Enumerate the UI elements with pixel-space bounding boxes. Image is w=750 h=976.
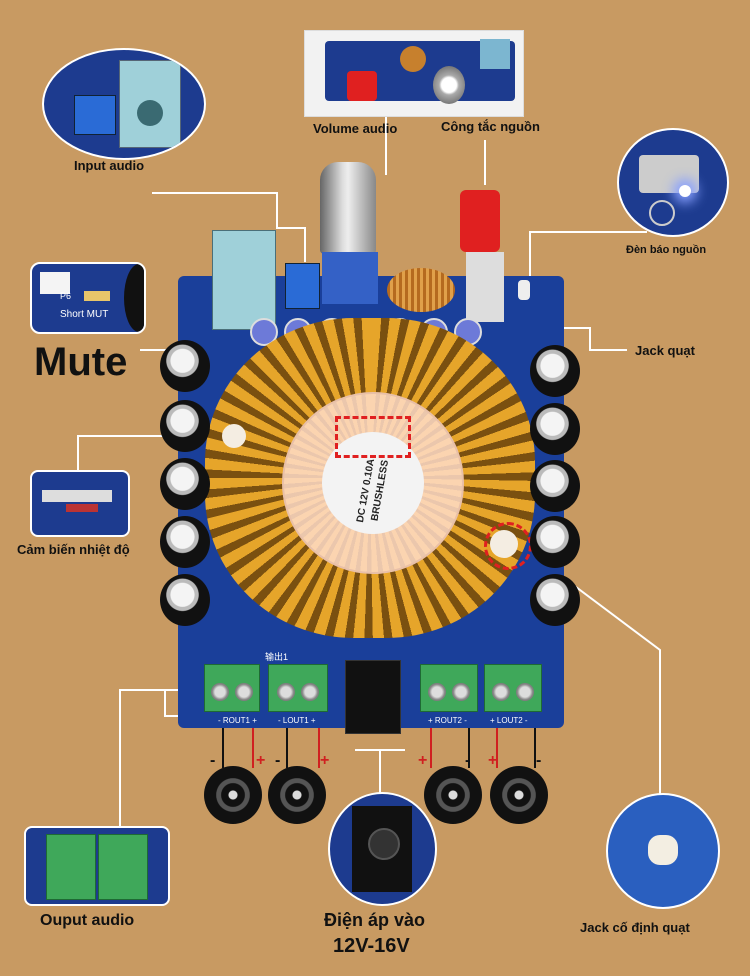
capacitor xyxy=(530,345,580,397)
terminal-rout2 xyxy=(420,664,478,712)
fan-mount-peg xyxy=(490,530,518,558)
lout1-label: - LOUT1 + xyxy=(278,716,316,725)
polarity-mark: - xyxy=(275,752,281,769)
dc-jack xyxy=(345,660,401,734)
wire xyxy=(222,728,224,768)
power-switch-button xyxy=(460,190,500,252)
capacitor xyxy=(160,458,210,510)
power-switch-label: Công tắc nguồn xyxy=(441,119,540,134)
volume-audio-label: Volume audio xyxy=(313,121,398,136)
output-audio-photo xyxy=(24,826,170,906)
power-switch-body xyxy=(466,252,504,322)
capacitor xyxy=(530,516,580,568)
temp-sensor-peg xyxy=(222,424,246,448)
rout2-label: + ROUT2 - xyxy=(428,716,467,725)
voltage-in-label-2: 12V-16V xyxy=(333,935,410,957)
temp-sensor-photo xyxy=(30,470,130,537)
capacitor xyxy=(160,574,210,626)
short-mut-text: Short MUT xyxy=(60,309,109,320)
lout2-label: + LOUT2 - xyxy=(490,716,528,725)
fan-jack-label: Jack quạt xyxy=(635,343,695,358)
output-audio-label: Ouput audio xyxy=(40,912,135,929)
polarity-mark: + xyxy=(320,752,330,769)
input-audio-label: Input audio xyxy=(74,158,145,173)
temp-sensor-label: Cảm biến nhiệt độ xyxy=(17,542,130,557)
terminal-rout1 xyxy=(204,664,260,712)
speaker-icon xyxy=(268,766,326,824)
fan-mount-label: Jack cố định quạt xyxy=(580,920,690,935)
fan-mount-photo xyxy=(606,793,720,909)
speaker-icon xyxy=(424,766,482,824)
polarity-mark: + xyxy=(256,752,266,769)
wire xyxy=(496,728,498,768)
voltage-in-label-1: Điện áp vào xyxy=(324,910,426,930)
capacitor xyxy=(530,574,580,626)
capacitor xyxy=(160,516,210,568)
wire xyxy=(534,728,536,768)
capacitor xyxy=(160,340,210,392)
polarity-mark: - xyxy=(210,752,216,769)
capacitor xyxy=(530,460,580,512)
short-mute-photo: P6 Short MUT xyxy=(30,262,146,334)
mute-label: Mute xyxy=(34,340,128,384)
polarity-mark: - xyxy=(465,752,471,769)
polarity-mark: - xyxy=(536,752,542,769)
speaker-icon xyxy=(204,766,262,824)
terminal-lout2 xyxy=(484,664,542,712)
power-led-photo xyxy=(617,128,729,237)
wire xyxy=(286,728,288,768)
inductor xyxy=(387,268,455,312)
wire xyxy=(252,728,254,768)
input-audio-photo xyxy=(42,48,206,160)
volume-knob xyxy=(320,162,376,254)
wire xyxy=(430,728,432,768)
input-header xyxy=(285,263,320,309)
cooling-fan: DC 12V 0.10A BRUSHLESS xyxy=(282,392,464,574)
input-jack xyxy=(212,230,276,330)
capacitor xyxy=(530,403,580,455)
capacitor xyxy=(160,400,210,452)
wire xyxy=(318,728,320,768)
polarity-mark: + xyxy=(418,752,428,769)
power-led xyxy=(518,280,530,300)
power-led-label: Đèn báo nguồn xyxy=(626,244,707,256)
terminal-lout1 xyxy=(268,664,328,712)
out-label: 输出1 xyxy=(265,652,289,662)
polarity-mark: + xyxy=(488,752,498,769)
volume-pot-base xyxy=(322,252,378,304)
dc-jack-photo xyxy=(328,792,437,906)
speaker-icon xyxy=(490,766,548,824)
fan-highlight-box xyxy=(335,416,411,458)
p6-text: P6 xyxy=(60,291,72,301)
wire xyxy=(468,728,470,768)
rout1-label: - ROUT1 + xyxy=(218,716,257,725)
volume-switch-photo xyxy=(304,30,524,117)
